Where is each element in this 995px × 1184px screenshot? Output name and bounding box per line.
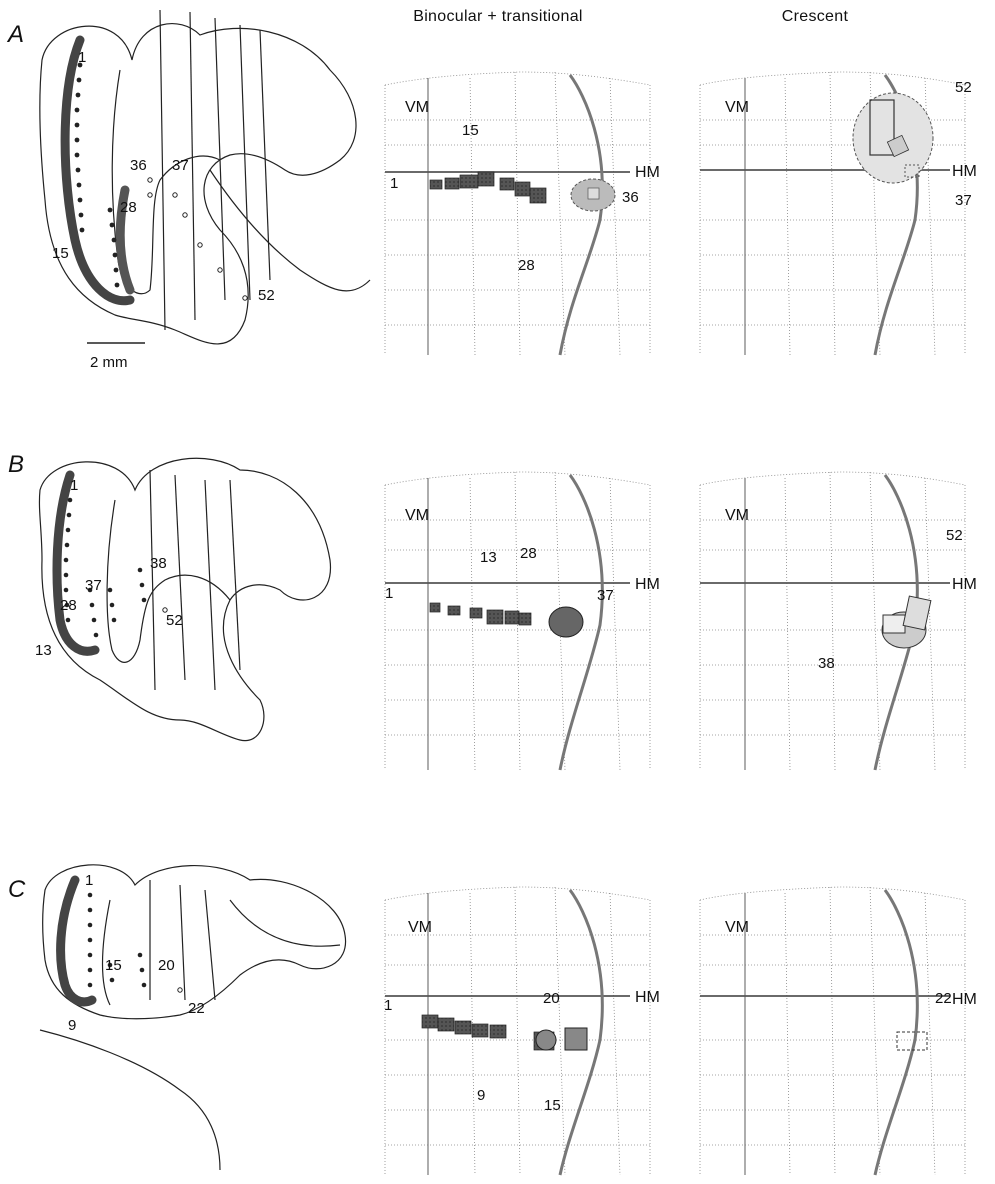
section-label-a-28: 28 <box>120 199 137 216</box>
section-label-b-28: 28 <box>60 597 77 614</box>
map-label-a-bin-1: 1 <box>390 175 398 192</box>
map-label-b-bin-1: 1 <box>385 585 393 602</box>
section-label-a-36: 36 <box>130 157 147 174</box>
section-drawing-b <box>39 458 330 740</box>
cortex-layer-band-c <box>61 880 92 1002</box>
hm-label-b-crescent: HM <box>952 576 977 593</box>
section-label-b-52: 52 <box>166 612 183 629</box>
section-label-c-9: 9 <box>68 1017 76 1034</box>
map-label-b-bin-37: 37 <box>597 587 614 604</box>
hm-label-a-crescent: HM <box>952 163 977 180</box>
vm-label-a-crescent: VM <box>725 99 749 116</box>
section-label-a-37: 37 <box>172 157 189 174</box>
section-label-b-38: 38 <box>150 555 167 572</box>
map-label-a-cres-37: 37 <box>955 192 972 209</box>
map-label-a-bin-15: 15 <box>462 122 479 139</box>
section-label-c-22: 22 <box>188 1000 205 1017</box>
map-label-b-bin-13: 13 <box>480 549 497 566</box>
hm-label-c-crescent: HM <box>952 991 977 1008</box>
vm-label-c-crescent: VM <box>725 919 749 936</box>
vm-label-a-binocular: VM <box>405 99 429 116</box>
map-label-b-cres-38: 38 <box>818 655 835 672</box>
hm-label-b-binocular: HM <box>635 576 660 593</box>
section-label-c-20: 20 <box>158 957 175 974</box>
map-label-b-bin-28: 28 <box>520 545 537 562</box>
vm-label-c-binocular: VM <box>408 919 432 936</box>
header-crescent: Crescent <box>782 8 849 25</box>
map-label-a-bin-36: 36 <box>622 189 639 206</box>
map-label-b-cres-52: 52 <box>946 527 963 544</box>
panel-letter-c: C <box>8 876 26 903</box>
section-label-a-1: 1 <box>78 49 86 66</box>
map-label-c-bin-15: 15 <box>544 1097 561 1114</box>
map-label-c-bin-20: 20 <box>543 990 560 1007</box>
section-label-b-37: 37 <box>85 577 102 594</box>
electrode-track-c <box>88 893 183 993</box>
section-label-a-15: 15 <box>52 245 69 262</box>
map-label-a-cres-52: 52 <box>955 79 972 96</box>
section-label-c-1: 1 <box>85 872 93 889</box>
panel-letter-b: B <box>8 451 24 478</box>
map-label-c-cres-22: 22 <box>935 990 952 1007</box>
section-drawing-a <box>40 10 370 344</box>
section-label-a-52: 52 <box>258 287 275 304</box>
section-label-b-13: 13 <box>35 642 52 659</box>
header-binocular: Binocular + transitional <box>413 8 583 25</box>
map-label-a-bin-28: 28 <box>518 257 535 274</box>
cortex-layer-band-b <box>57 475 95 651</box>
section-label-b-1: 1 <box>70 477 78 494</box>
vm-label-b-crescent: VM <box>725 507 749 524</box>
hm-label-a-binocular: HM <box>635 164 660 181</box>
map-label-c-bin-9: 9 <box>477 1087 485 1104</box>
section-drawing-c <box>40 865 346 1170</box>
vm-label-b-binocular: VM <box>405 507 429 524</box>
section-label-c-15: 15 <box>105 957 122 974</box>
scale-bar-label: 2 mm <box>90 354 128 371</box>
map-label-c-bin-1: 1 <box>384 997 392 1014</box>
hm-label-c-binocular: HM <box>635 989 660 1006</box>
panel-letter-a: A <box>6 21 24 48</box>
